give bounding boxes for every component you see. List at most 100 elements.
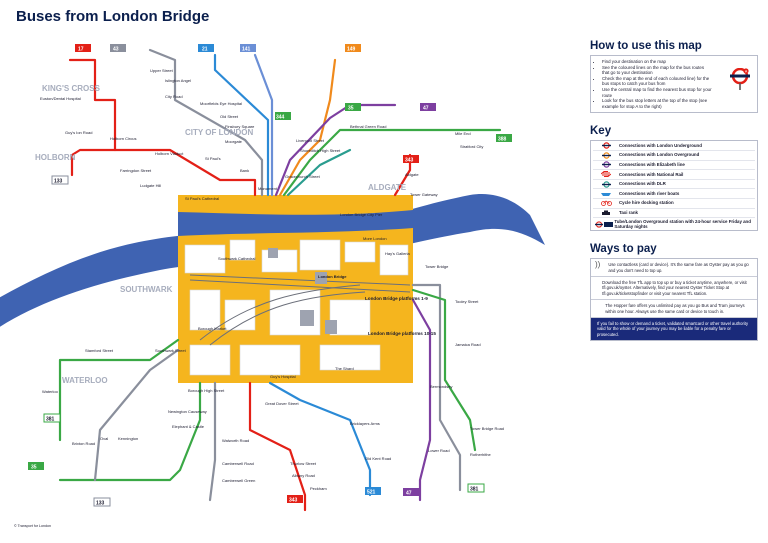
area-southwark: SOUTHWARK [120,285,173,294]
place-label: Old Street [220,114,239,119]
pay-title: Ways to pay [590,243,657,256]
key-label: Connections with London Underground [619,142,702,148]
place-label: Finsbury Square [225,124,255,129]
route-badge[interactable]: 344 [276,115,285,121]
route-line-381-east [411,288,477,452]
central-blocks [184,239,409,376]
place-label: City Road [165,94,183,99]
route-line-21 [213,53,270,197]
place-label: Jamaica Road [455,342,481,347]
place-label: Tower Bridge Road [470,426,504,431]
place-label: Moorgate [225,139,243,144]
area-waterloo: WATERLOO [62,376,108,385]
place-label: Brixton Road [72,441,95,446]
route-badge[interactable]: 141 [242,47,251,53]
route-badge[interactable]: 149 [347,47,356,53]
place-label: Newington Causeway [168,409,207,414]
place-label: Bethnal Green Road [350,124,386,129]
route-badge[interactable]: 47 [406,491,412,497]
map-title: Buses from London Bridge [16,8,210,25]
area-city-of-london: CITY OF LONDON [185,128,254,137]
key-title: Key [590,125,612,138]
place-label: Camberwell Green [222,478,255,483]
place-label: The Shard [335,366,354,371]
route-line-east [411,283,462,492]
place-label: Euston/Dental Hospital [40,96,81,101]
route-line-47-n [286,148,352,197]
cycle-hire-icon [593,200,619,207]
place-label: Aldgate [405,172,419,177]
key-label: Cycle hire docking station [619,200,674,206]
hopper-icon [595,303,605,314]
place-label: London Bridge City Pier [340,212,383,217]
area-aldgate: ALDGATE [368,183,407,192]
route-badges: 17 43 21 141 149 388 133 35 344 47 521 3… [28,44,512,507]
place-label: Tower Gateway [410,192,438,197]
place-label: Southwark Street [155,348,187,353]
pay-row: Download the free TfL app to top up or b… [591,277,757,301]
area-holborn: HOLBORN [35,153,76,162]
key-box: Connections with London Underground Conn… [590,140,758,232]
place-label: Upper Street [150,68,174,73]
pay-text: The Hopper fare offers you unlimited pay… [605,303,745,314]
route-line-south-grey [208,381,217,502]
key-label: Connections with Elizabeth line [619,162,685,168]
route-badge[interactable]: 381 [46,417,55,423]
route-badge[interactable]: 133 [96,501,105,507]
howto-box: Find your destination on the map See the… [590,55,758,114]
howto-list: Find your destination on the map See the… [595,59,712,109]
route-badge[interactable]: 35 [31,465,37,471]
place-label: Borough Market [198,326,227,331]
route-badge[interactable]: 381 [470,487,479,493]
key-label: Connections with National Rail [619,171,684,177]
place-label: Holborn Circus [110,136,136,141]
key-row: Connections with London Overground [593,151,755,161]
route-line-141 [253,53,274,197]
river-boat-icon [593,191,619,197]
place-label: Guy's Ion Road [65,130,92,135]
place-label: Shoreditch High Street [300,148,341,153]
place-label: Bricklayers Arms [350,421,380,426]
route-badge[interactable]: 35 [348,106,354,112]
howto-title: How to use this map [590,40,702,52]
place-label: Ludgate Hill [140,183,161,188]
place-label: Guy's Hospital [270,374,296,379]
howto-item: See the coloured lines on the map for th… [602,65,712,76]
route-badge[interactable]: 133 [54,179,63,185]
place-label: Waterloo [42,389,59,394]
pay-row: )) Use contactless (card or device). It'… [591,259,757,277]
route-badge[interactable]: 21 [202,47,208,53]
pay-text: Download the free TfL app to top up or b… [602,279,747,296]
river-central [178,210,413,236]
place-label: London Bridge [318,274,347,279]
place-label: St Paul's [205,156,221,161]
route-line-43 [148,48,264,197]
route-line-47-e [411,298,432,502]
route-line-south-green [58,381,202,482]
route-line-west [58,338,180,442]
place-label: Old Kent Road [365,456,391,461]
place-label: Southwark Cathedral [218,256,255,261]
key-label: Connections with river boats [619,190,680,196]
route-badge[interactable]: 343 [289,498,298,504]
route-badge[interactable]: 47 [423,106,429,112]
route-badge[interactable]: 343 [405,158,414,164]
route-badge[interactable]: 17 [78,47,84,53]
place-label: Albany Road [292,473,315,478]
taxi-icon [593,210,619,216]
key-label: Connections with London Overground [619,152,700,158]
route-badge[interactable]: 388 [498,137,507,143]
station-label: London Bridge platforms 1-9 [365,296,428,301]
place-label: Lower Road [428,448,450,453]
place-label: Hay's Galleria [385,251,411,256]
route-badge[interactable]: 521 [367,490,376,496]
place-label: Borough High Street [188,388,225,393]
route-line-south-red [248,381,307,512]
place-label: Walworth Road [222,438,249,443]
route-badge[interactable]: 43 [113,47,119,53]
key-row: Connections with Elizabeth line [593,161,755,171]
place-label: Rotherhithe [470,452,491,457]
howto-item: Look for the bus stop letters at the top… [602,98,712,109]
howto-item: Find your destination on the map [602,59,712,65]
key-row: Taxi rank [593,209,755,219]
